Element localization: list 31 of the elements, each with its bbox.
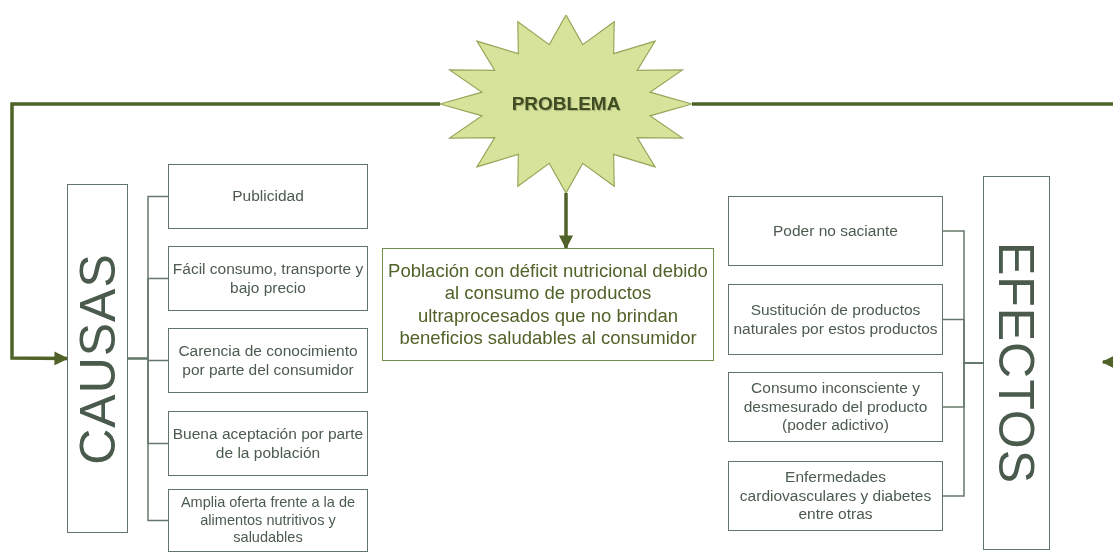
text-box — [168, 246, 368, 311]
connector-line — [127, 357, 169, 522]
item-text: Sustitución de productos naturales por estos productos — [732, 300, 939, 339]
text-box — [728, 461, 943, 531]
arrow — [10, 102, 440, 366]
item-text: Publicidad — [231, 187, 305, 206]
item-text: Consumo inconsciente y desmesurado del producto (poder adictivo) — [742, 379, 929, 435]
text-box — [728, 196, 943, 266]
category-box — [67, 184, 128, 533]
text-box — [168, 411, 368, 476]
item-text: Amplia oferta frente a la de alimentos nutritivos y saludables — [179, 494, 357, 547]
text-box — [168, 164, 368, 229]
text-box — [382, 248, 714, 361]
category-box — [983, 176, 1050, 550]
text-box — [728, 372, 943, 442]
text-box — [728, 284, 943, 355]
item-text: Buena aceptación por parte de la población — [171, 424, 365, 463]
text-box — [168, 328, 368, 393]
item-text: Enfermedades cardiovasculares y diabetes entre otras — [738, 468, 933, 524]
arrow — [559, 193, 573, 250]
category-label: EFECTOS — [987, 240, 1046, 487]
arrow — [692, 102, 1113, 369]
connector-line — [942, 362, 984, 497]
category-label: CAUSAS — [68, 251, 127, 467]
item-text: Fácil consumo, transporte y bajo precio — [171, 259, 365, 298]
problem-star — [440, 15, 692, 193]
item-text: Carencia de conocimiento por parte del consumidor — [177, 341, 359, 380]
item-text: Población con déficit nutricional debido al consumo de productos ultraprocesados que no brindan beneficios saludables al consumidor — [387, 260, 709, 349]
problem-label: PROBLEMA — [510, 92, 622, 116]
text-box — [168, 489, 368, 552]
item-text: Poder no saciante — [772, 221, 899, 241]
